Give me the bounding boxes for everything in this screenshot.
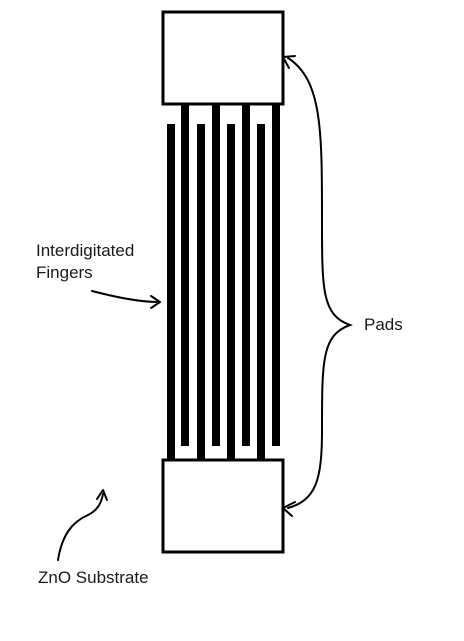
finger bbox=[242, 104, 250, 446]
substrate-arrow bbox=[57, 493, 104, 561]
finger bbox=[227, 124, 235, 460]
substrate-arrowhead bbox=[96, 489, 108, 501]
bottom-pad-fingers bbox=[167, 124, 265, 460]
finger bbox=[167, 124, 175, 460]
top-pad bbox=[161, 10, 285, 106]
finger bbox=[197, 124, 205, 460]
fingers-label-line2: Fingers bbox=[36, 263, 93, 282]
fingers-arrow bbox=[91, 290, 159, 303]
finger bbox=[257, 124, 265, 460]
substrate-label: ZnO Substrate bbox=[38, 568, 149, 587]
pads-label: Pads bbox=[364, 315, 403, 334]
bottom-pad-arrowhead bbox=[282, 501, 296, 517]
finger bbox=[272, 104, 280, 446]
fingers-label: Interdigitated Fingers bbox=[36, 240, 134, 284]
fingers-arrowhead bbox=[150, 295, 161, 309]
bottom-pad bbox=[161, 458, 285, 554]
top-pad-fingers bbox=[181, 104, 280, 446]
pads-brace bbox=[287, 57, 353, 509]
finger bbox=[212, 104, 220, 446]
fingers-label-line1: Interdigitated bbox=[36, 241, 135, 260]
finger bbox=[181, 104, 189, 446]
top-pad-arrowhead bbox=[282, 55, 296, 69]
